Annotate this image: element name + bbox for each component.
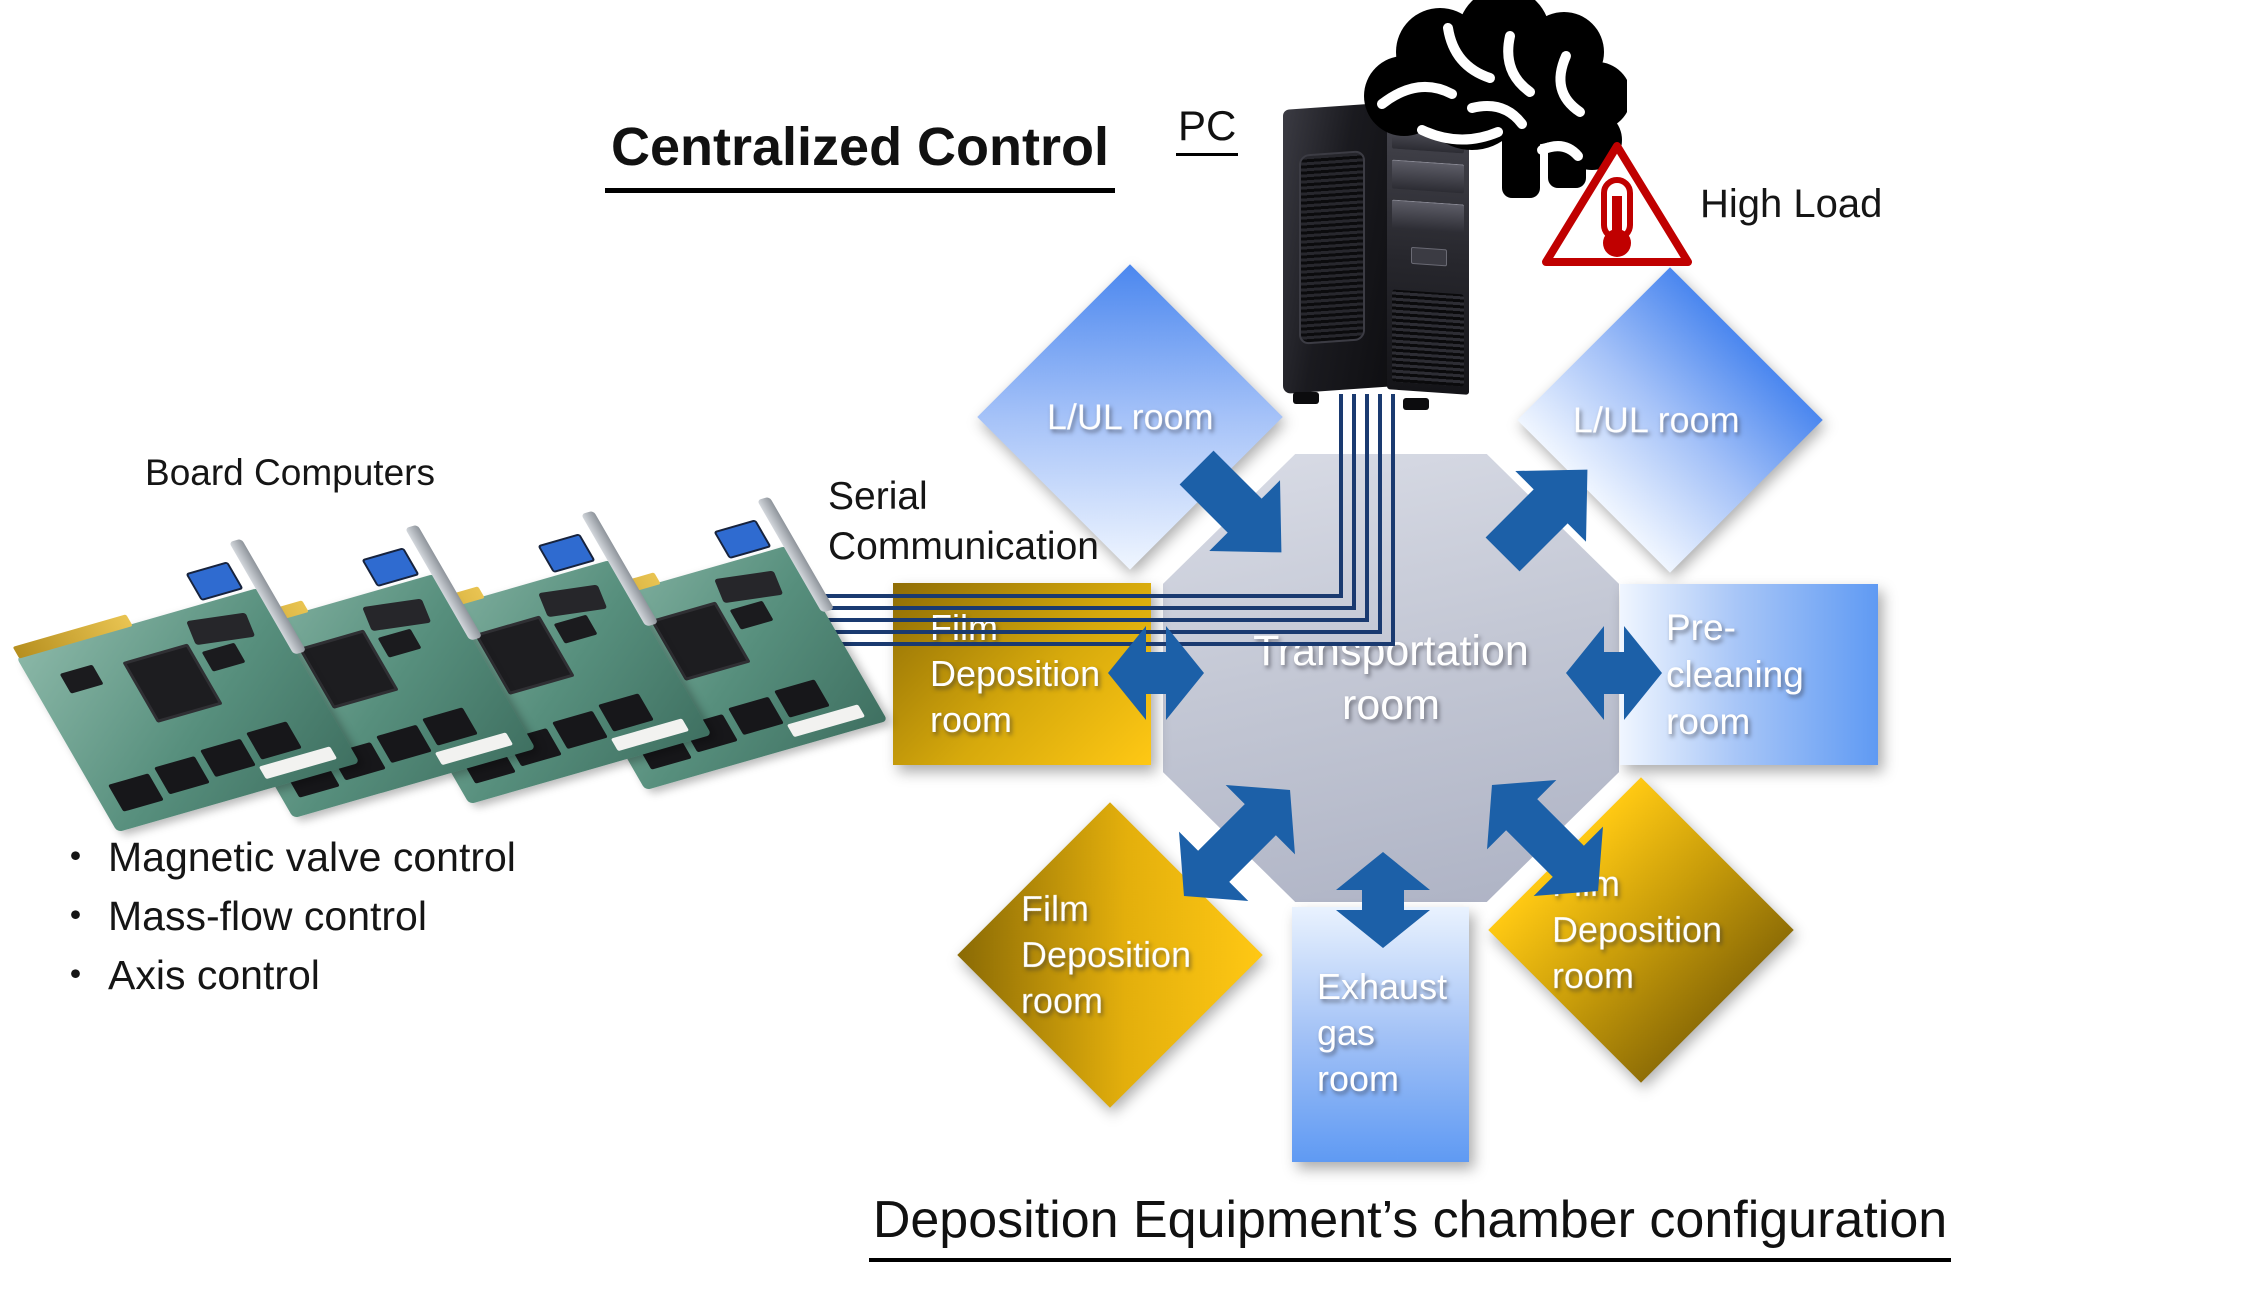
pc-mesh-grille [1392, 289, 1464, 387]
room-transportation: Transportation room [1163, 454, 1619, 902]
chip [201, 642, 246, 672]
feature-item: ・ Mass-flow control [55, 887, 516, 946]
high-load-label: High Load [1700, 182, 1883, 226]
ram-chip [774, 679, 830, 718]
brain-icon [1364, 0, 1627, 198]
ram-chip [598, 693, 654, 732]
feature-list: ・ Magnetic valve control ・ Mass-flow contr… [55, 828, 516, 1005]
room-label-transportation: Transportation room [1253, 627, 1529, 729]
pc-drive-bay [1392, 199, 1464, 234]
serial-communication-label: Serial Communication [828, 475, 1099, 568]
room-label-pre-cleaning: Pre-cleaning room [1666, 607, 1804, 742]
ram-chip [376, 724, 432, 764]
feature-label: Mass-flow control [108, 893, 427, 939]
ram-chip [552, 710, 608, 750]
page-title: Centralized Control [510, 116, 1210, 193]
pc-foot [1403, 398, 1429, 410]
pci-edge-connector [12, 614, 133, 659]
room-label-film-bottom-right: Film Deposition room [1552, 863, 1723, 996]
ram-chip [246, 721, 302, 760]
board-computers-title: Board Computers [145, 452, 435, 493]
circuit-boards-image [12, 496, 888, 840]
bullet-icon: ・ [55, 893, 96, 939]
room-exhaust-gas: Exhaust gas room [1292, 907, 1469, 1162]
chip [553, 614, 598, 644]
vga-port-icon [361, 547, 420, 588]
serial-port-icon [362, 598, 432, 632]
vga-port-icon [713, 519, 772, 560]
pc-button-panel [1411, 246, 1447, 267]
pc-label: PC [1176, 102, 1239, 156]
vga-port-icon [537, 533, 596, 574]
serial-port-icon [538, 584, 608, 618]
room-label-film-bottom-left: Film Deposition room [1021, 888, 1192, 1021]
room-label-film-left: Film Deposition room [930, 607, 1101, 740]
thermometer-icon [1601, 177, 1633, 257]
chip [729, 600, 774, 630]
room-lul-right: L/UL room [1517, 267, 1823, 573]
vga-port-icon [185, 561, 244, 602]
feature-label: Axis control [108, 952, 320, 998]
room-label-exhaust: Exhaust gas room [1317, 966, 1448, 1099]
ram-chip [200, 738, 256, 778]
room-pre-cleaning: Pre-cleaning room [1620, 584, 1878, 765]
pc-tower-image [1283, 93, 1469, 410]
ram-chip [154, 756, 210, 795]
feature-item: ・ Magnetic valve control [55, 828, 516, 887]
room-film-deposition-bottom-left: Film Deposition room [957, 802, 1263, 1108]
feature-label: Magnetic valve control [108, 834, 516, 880]
bullet-icon: ・ [55, 834, 96, 880]
room-film-deposition-left: Film Deposition room [893, 583, 1151, 765]
ram-chip [108, 773, 164, 812]
bottom-caption: Deposition Equipment’s chamber configura… [740, 1190, 2080, 1262]
ram-chip [422, 707, 478, 746]
serial-port-icon [714, 570, 784, 604]
warning-triangle-icon [1542, 142, 1692, 266]
chip [377, 628, 422, 658]
ram-chip [728, 696, 784, 736]
room-label-lul-left: L/UL room [1046, 395, 1214, 437]
chip [59, 664, 104, 694]
serial-port-icon [186, 612, 256, 646]
pc-foot [1293, 392, 1319, 404]
bullet-icon: ・ [55, 952, 96, 998]
feature-item: ・ Axis control [55, 946, 516, 1005]
room-label-lul-right: L/UL room [1572, 398, 1740, 440]
